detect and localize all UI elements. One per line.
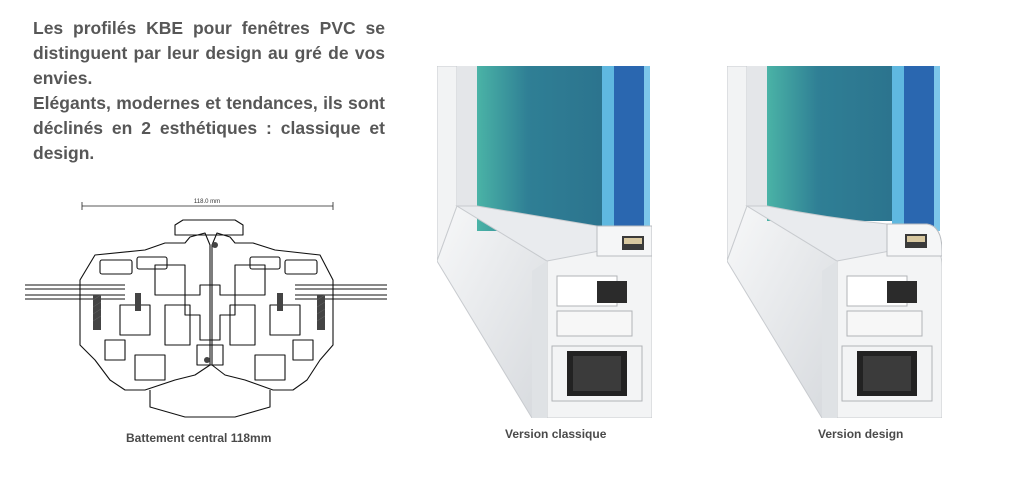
intro-text: Les profilés KBE pour fenêtres PVC se di… xyxy=(33,16,385,166)
render-caption-classic: Version classique xyxy=(505,427,607,441)
dimension-label: 118.0 mm xyxy=(194,199,220,205)
drawing-caption: Battement central 118mm xyxy=(126,431,272,445)
intro-paragraph-2: Elégants, modernes et tendances, ils son… xyxy=(33,93,385,163)
design-profile-render xyxy=(727,66,942,418)
intro-paragraph-1: Les profilés KBE pour fenêtres PVC se di… xyxy=(33,18,385,88)
render-caption-design: Version design xyxy=(818,427,904,441)
classic-profile-render xyxy=(437,66,652,418)
central-mullion-section-drawing: 118.0 mm xyxy=(25,199,387,418)
